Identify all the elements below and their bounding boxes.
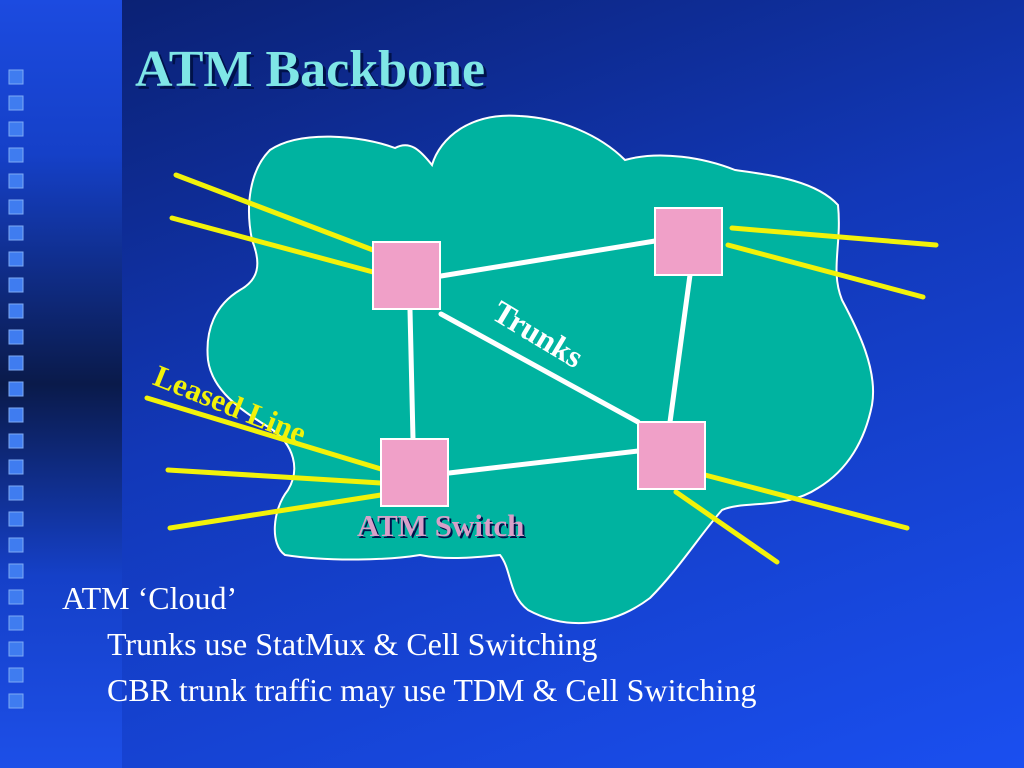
slide-title: ATM Backbone <box>135 41 486 98</box>
leased-line <box>144 395 384 472</box>
leased-line <box>169 215 376 275</box>
atm-switch-label: ATM Switch <box>357 508 525 543</box>
leased-line <box>729 225 939 248</box>
atm-switch-node <box>372 241 441 310</box>
leased-line <box>173 172 376 253</box>
atm-switch-node <box>654 207 723 276</box>
body-line-cbr: CBR trunk traffic may use TDM & Cell Swi… <box>107 672 757 708</box>
trunk-line <box>407 307 416 442</box>
body-line-cloud: ATM ‘Cloud’ <box>62 580 238 616</box>
leased-line <box>725 242 926 300</box>
atm-switch-node <box>637 421 706 490</box>
trunk-line <box>438 311 641 425</box>
decorative-square-column <box>8 69 24 709</box>
trunk-line <box>667 272 693 425</box>
slide-body: ATM ‘Cloud’ Trunks use StatMux & Cell Sw… <box>62 575 756 713</box>
leased-line <box>167 492 384 531</box>
body-line-trunks: Trunks use StatMux & Cell Switching <box>107 626 598 662</box>
trunk-line <box>446 448 641 476</box>
atm-switch-node <box>380 438 449 507</box>
leased-line <box>702 472 910 531</box>
leased-line <box>165 467 384 486</box>
leased-line <box>673 489 780 565</box>
trunk-line <box>438 238 658 279</box>
